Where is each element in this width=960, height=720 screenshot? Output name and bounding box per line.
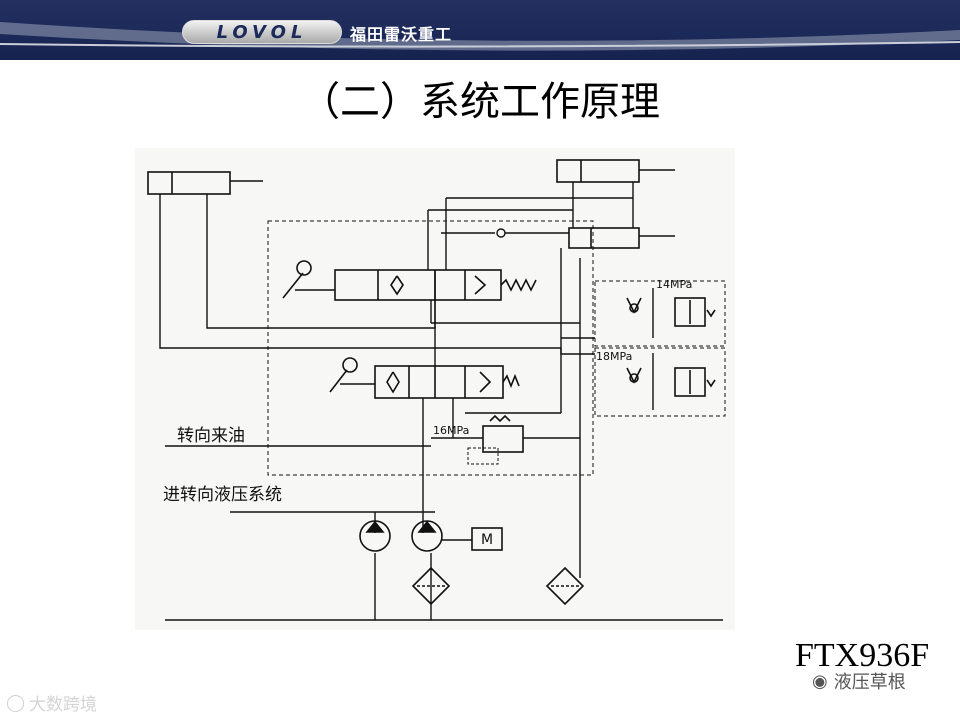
pump-left bbox=[359, 520, 391, 552]
relief-box-14 bbox=[594, 280, 726, 347]
watermark-logo-icon: ◯ bbox=[6, 692, 26, 713]
spool-valve-bottom bbox=[329, 357, 520, 399]
banner-swoosh bbox=[0, 22, 960, 51]
relief-label-18: 18MPa bbox=[596, 350, 632, 363]
watermark-right-text: 液压草根 bbox=[833, 672, 906, 693]
wechat-icon: ◉ bbox=[812, 670, 828, 692]
filter-right bbox=[545, 566, 585, 606]
filter-left bbox=[411, 566, 451, 606]
motor-label: M bbox=[481, 532, 493, 548]
hydraulic-schematic: M 14MPa 18MPa 16MPa 转向来油 进转向液压系统 bbox=[135, 148, 735, 630]
cylinder-right-bottom bbox=[568, 227, 675, 249]
cylinder-left bbox=[147, 171, 263, 195]
slide-title: （二）系统工作原理 bbox=[300, 79, 660, 125]
motor bbox=[471, 527, 503, 551]
relief-label-14: 14MPa bbox=[656, 278, 692, 291]
header-banner: LOVOL 福田雷沃重工 bbox=[0, 0, 960, 60]
logo-text: LOVOL bbox=[216, 21, 308, 43]
pipe-network bbox=[159, 182, 723, 621]
watermark-left: ◯ 大数跨境 bbox=[6, 690, 98, 716]
label-steering-supply: 转向来油 bbox=[177, 426, 245, 446]
relief-valve-16 bbox=[467, 414, 524, 465]
spool-valve-top bbox=[282, 260, 537, 301]
pump-right bbox=[411, 520, 472, 552]
lovol-logo: LOVOL bbox=[182, 20, 342, 44]
relief-box-18 bbox=[594, 347, 726, 417]
relief-label-16: 16MPa bbox=[433, 424, 469, 437]
cylinder-right-top bbox=[556, 159, 675, 183]
watermark-right: ◉ 液压草根 bbox=[808, 668, 910, 694]
watermark-left-text: 大数跨境 bbox=[29, 695, 98, 715]
label-to-steering-system: 进转向液压系统 bbox=[163, 485, 282, 505]
schematic-drawing: M 14MPa 18MPa 16MPa 转向来油 进转向液压系统 bbox=[147, 159, 726, 621]
model-number: FTX936F bbox=[795, 637, 930, 674]
brand-name: 福田雷沃重工 bbox=[350, 25, 453, 44]
